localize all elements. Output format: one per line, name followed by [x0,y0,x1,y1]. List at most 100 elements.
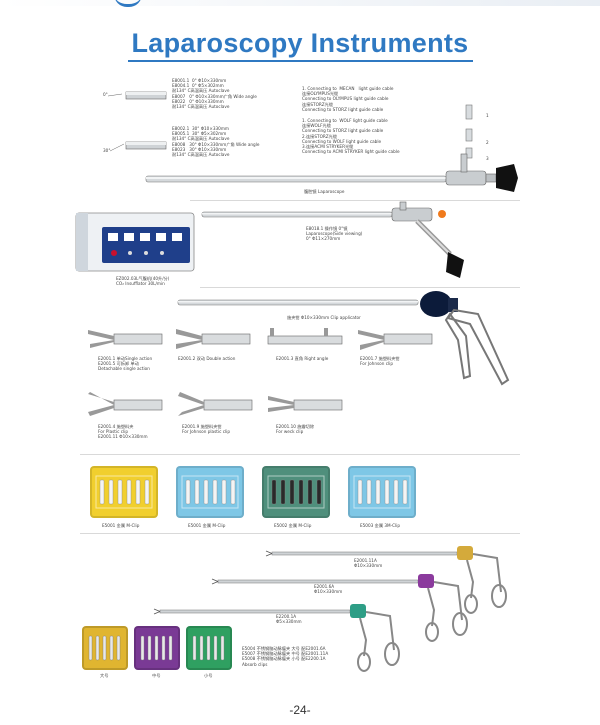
applier-handle [359,617,368,657]
cartridge-clip [221,479,227,505]
bottom-cartridge-clip [140,635,145,661]
scope-tip-0-icon [107,91,167,100]
brand-logo [114,0,142,7]
bottom-cartridge-clip [168,635,173,661]
applier-handle [365,611,395,651]
cartridge-clip [271,479,277,505]
page-title: Laparoscopy Instruments [131,28,469,58]
insufflator-image [75,212,195,272]
bottom-cartridge-clip [220,635,225,661]
cartridge-clip [135,479,141,505]
cartridge-clip [144,479,150,505]
laparoscope-codes-30: E8002.1 30° Φ10×330mm E8005.1 30° Φ5×302… [172,126,260,158]
applier-shaft [271,551,458,556]
cartridge-clip [316,479,322,505]
bottom-cartridge-clip [206,635,211,661]
bottom-cartridge-clips-icon [88,635,225,661]
side-scope-image [201,201,464,278]
jaw-single-action-icon [88,330,163,348]
bottom-cartridge-clip [199,635,204,661]
cartridge-frame [353,475,411,509]
cartridge-clip [289,479,295,505]
bottom-cartridge-clip [192,635,197,661]
cartridge-clip [357,479,363,505]
jaw-label-3: E2001.3 直角 Right angle [276,356,329,361]
adapter-icon [465,104,473,159]
divider-4 [80,533,520,534]
clip-applicator-label: 施夹钳 Φ10×330mm Clip applicator [287,315,361,320]
applier-ring [491,584,507,608]
side-scope-label: E8018.1 操作镜 0°镜 Laparoscope(Side viewing… [306,226,363,242]
cartridge-clip [393,479,399,505]
title-rule [128,60,473,62]
jaw-double-action-icon [176,329,251,349]
cartridge-clip [212,479,218,505]
bottom-cartridge-clip [95,635,100,661]
jaw-label-2: E2001.2 双动 Double action [178,356,236,361]
cartridge-clips-icon [95,475,411,509]
bottom-instrument-label-1: E2001.11A Φ10×330mm [354,558,383,569]
bottom-cartridge-clip [154,635,159,661]
bottom-cartridge-label-1: 大号 [100,673,109,678]
bottom-appliers-image [153,546,507,672]
connector-notes-top: 1. Connecting to MECAN light guide cable… [302,86,394,112]
applier-hub [457,546,473,560]
applier-ring [425,622,439,642]
jaw-plastic-clip-icon [88,392,163,416]
applier-hub [418,574,434,588]
divider-1 [190,200,520,201]
conn-num-1: 1 [486,113,489,118]
jaw-label-7: E2001.10 施瓣切除 For weck clip [276,424,315,435]
connector-notes: 1. Connecting to WOLF light guide cable … [302,118,400,155]
cartridge-frame [95,475,153,509]
cartridge-label-4: E5003 金属 3M-Clip [360,523,401,528]
applier-handle [433,581,463,621]
angle-30-label: 30° [103,148,111,153]
jaw-label-5: E2001.4 施塑料夹 For Plastic clip E2001.11 Φ… [98,424,148,440]
applier-tip [265,550,273,557]
cartridge-clip [366,479,372,505]
cartridge-clip [307,479,313,505]
bottom-cartridge-label-3: 小号 [204,673,213,678]
cartridge-clip [230,479,236,505]
bottom-instrument-label-3: E2200.1A Φ5×330mm [276,614,302,625]
applier-hub [350,604,366,618]
cartridge-clip [280,479,286,505]
applier-handle [472,553,502,593]
jaw-weck-clip-icon [268,396,343,412]
scope-tip-30-icon [109,141,167,152]
cartridge-clip [185,479,191,505]
bottom-cartridge-clip [102,635,107,661]
applier-handle [466,559,475,599]
cartridge-label-2: E5001 金属 M-Clip [188,523,226,528]
bottom-cartridge-clip [161,635,166,661]
applier-tip [211,578,219,585]
laparoscope-image [145,153,518,192]
cartridge-clip [203,479,209,505]
cartridge-clip [108,479,114,505]
divider-3 [80,454,520,455]
cartridge-clip [384,479,390,505]
cartridge-frame [181,475,239,509]
applier-tip [153,608,161,615]
clip-applicator-image [177,291,510,386]
page-number: -24- [289,703,311,717]
divider-2 [200,287,520,288]
cartridge-clip [298,479,304,505]
conn-num-2: 2 [486,140,489,145]
angle-0-label: 0° [103,92,108,97]
cartridge-clip [126,479,132,505]
applier-ring [384,642,400,666]
bottom-cartridge-clip [147,635,152,661]
top-strip [0,0,600,6]
applier-ring [464,594,478,614]
laparoscope-label: 腹腔镜 Laparoscope [304,189,345,194]
applier-ring [452,612,468,636]
bottom-cartridge-label-2: 中号 [152,673,161,678]
cartridge-label-3: E5002 金属 M-Clip [274,523,312,528]
jaw-right-angle-icon [267,328,343,345]
bottom-cartridge-clip [116,635,121,661]
applier-handle [427,587,436,627]
conn-num-3: 3 [486,156,489,161]
applier-shaft [159,609,351,614]
